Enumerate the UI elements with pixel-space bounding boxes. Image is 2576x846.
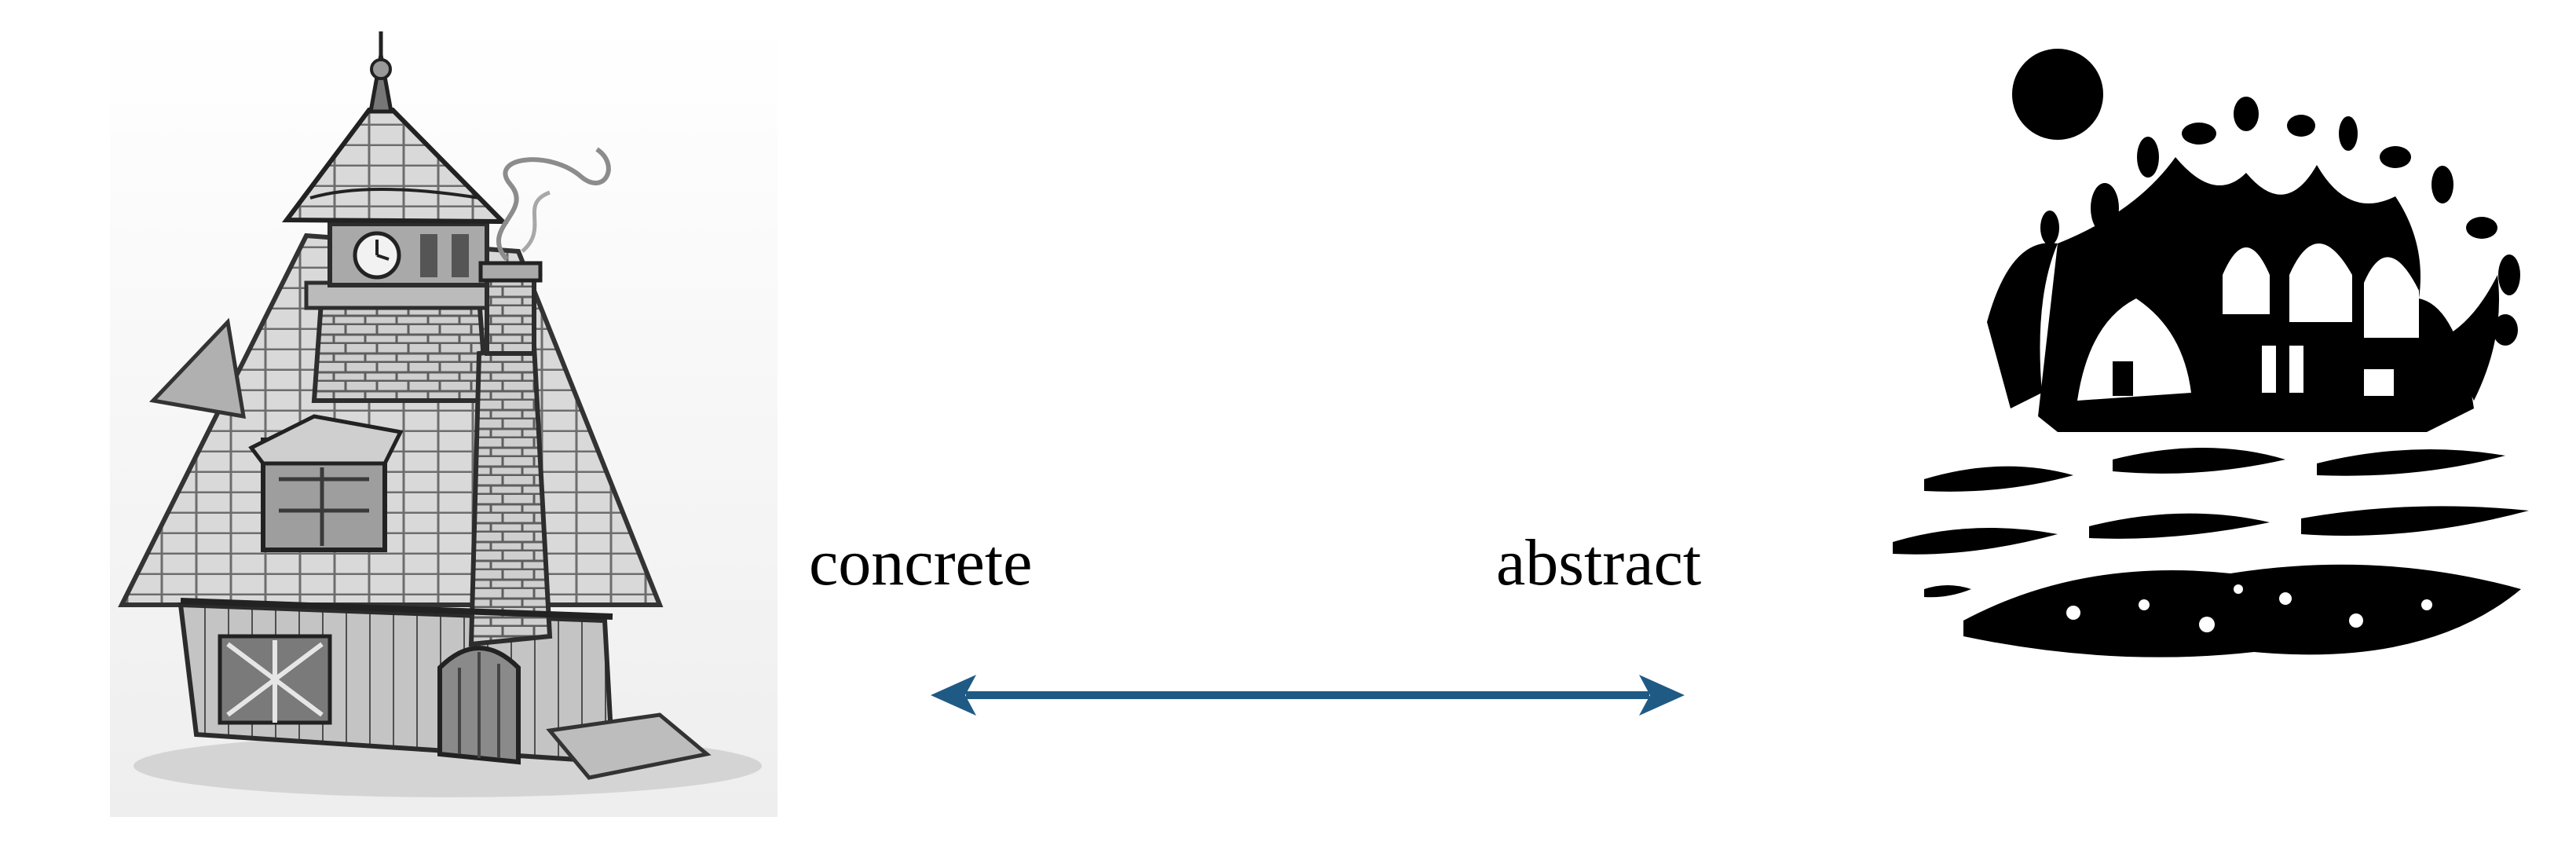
abstract-house-image bbox=[1893, 49, 2529, 657]
double-headed-arrow bbox=[931, 675, 1685, 716]
sketch-house-image bbox=[110, 24, 778, 817]
concrete-label: concrete bbox=[809, 526, 1033, 599]
abstract-label: abstract bbox=[1496, 526, 1702, 599]
